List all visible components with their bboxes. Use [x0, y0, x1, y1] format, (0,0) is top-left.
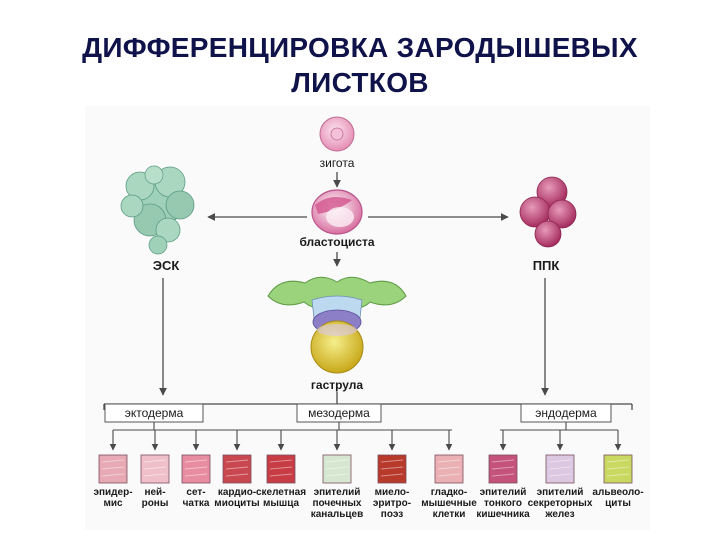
cell-type-thumbnail	[434, 454, 464, 484]
cell-type-thumbnail	[140, 454, 170, 484]
cell-type-11: альвеоло-циты	[592, 430, 644, 509]
title-line-2: ЛИСТКОВ	[291, 67, 429, 98]
mesoderm-box: мезодерма	[296, 403, 382, 423]
gastrula-label: гаструла	[311, 378, 364, 392]
ectoderm-box: эктодерма	[104, 403, 204, 423]
zygote-label: зигота	[320, 156, 355, 170]
ppk-label: ППК	[533, 258, 560, 273]
cell-type-label: альвеоло-циты	[592, 487, 643, 509]
endoderm-box: эндодерма	[520, 403, 612, 423]
cell-type-thumbnail	[322, 454, 352, 484]
endoderm-label: эндодерма	[535, 406, 597, 420]
cell-type-thumbnail	[545, 454, 575, 484]
mesoderm-label: мезодерма	[308, 406, 370, 420]
cell-type-thumbnail	[377, 454, 407, 484]
cell-type-label: кардио-миоциты	[214, 487, 259, 509]
cell-type-branches	[113, 422, 618, 431]
cell-type-1: эпидер-мис	[93, 430, 133, 509]
cell-type-thumbnail	[98, 454, 128, 484]
cell-type-thumbnail	[222, 454, 252, 484]
blastocyst-illustration	[311, 189, 363, 235]
cell-type-7: миело-эритро-поэз	[373, 430, 411, 520]
page-title: ДИФФЕРЕНЦИРОВКА ЗАРОДЫШЕВЫХ ЛИСТКОВ	[0, 30, 720, 100]
cell-type-thumbnail	[488, 454, 518, 484]
ectoderm-label: эктодерма	[125, 406, 184, 420]
cell-type-3: сет-чатка	[181, 430, 211, 509]
cell-type-label: эпидер-мис	[93, 487, 132, 509]
esc-cluster-illustration	[120, 165, 195, 255]
cell-type-label: миело-эритро-поэз	[373, 487, 411, 520]
cell-type-label: сет-чатка	[183, 487, 210, 509]
ppk-cells-illustration	[519, 176, 577, 248]
zygote-illustration	[319, 116, 355, 152]
cell-type-thumbnail	[181, 454, 211, 484]
cell-type-2: ней-роны	[140, 430, 170, 509]
esc-label: ЭСК	[153, 258, 180, 273]
gastrula-illustration	[267, 276, 407, 374]
cell-type-thumbnail	[266, 454, 296, 484]
cell-type-label: ней-роны	[142, 487, 169, 509]
cell-type-thumbnail	[603, 454, 633, 484]
blastocyst-label: бластоциста	[299, 235, 374, 249]
cell-types-row: эпидер-мис ней-роны сет-чаткакардио-миоцит…	[93, 430, 644, 520]
title-line-1: ДИФФЕРЕНЦИРОВКА ЗАРОДЫШЕВЫХ	[82, 32, 638, 63]
cell-type-4: кардио-миоциты	[214, 430, 260, 509]
